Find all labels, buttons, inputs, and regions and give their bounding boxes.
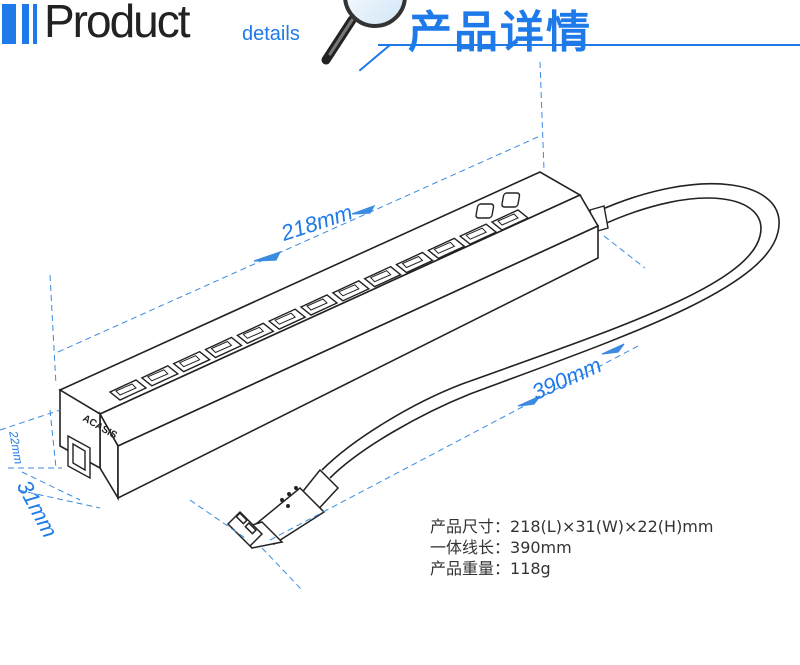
usb-port [490,209,530,231]
usb-port [395,251,434,274]
usb-port [140,365,180,387]
usb-port [427,237,466,260]
usb-port [108,379,148,401]
usb-plug [226,468,340,549]
spec-list: 产品尺寸：218(L)×31(W)×22(H)mm 一体线长：390mm 产品重… [430,516,713,579]
spec-weight: 产品重量：118g [430,559,551,578]
usb-port-slot [274,312,297,325]
usb-port-slot [401,255,424,269]
spec-cable-length: 一体线长：390mm [430,538,572,557]
usb-port [172,350,211,373]
usb-port-slot [337,284,360,297]
usb-port [299,294,339,316]
dimension-lines [0,61,646,591]
usb-port [363,265,402,288]
usb-port-slot [369,270,392,283]
usb-port [458,223,498,245]
page-header: Product details 产品详情 [0,0,800,72]
title-product: Product [44,0,191,47]
usb-port [236,322,275,345]
usb-port [267,308,307,330]
front-usb-port [67,434,91,480]
spec-size: 产品尺寸：218(L)×31(W)×22(H)mm [430,517,714,536]
usb-port-slot [178,355,201,368]
title-details: details [242,23,300,45]
usb-hub-body [58,171,600,501]
header-divider [378,44,800,46]
usb-port-slot [210,340,233,354]
usb-port-slot [115,383,137,396]
usb-port-slot [433,241,456,254]
top-usb-ports [108,209,530,401]
title-chinese: 产品详情 [408,7,592,58]
hub-buttons [475,192,521,219]
usb-port-slot [146,369,169,382]
usb-port [331,280,371,302]
usb-port-slot [465,227,488,240]
usb-port [204,336,243,359]
magnifier-icon [321,0,407,65]
usb-port-slot [497,213,519,226]
usb-cable [321,182,780,479]
usb-port-slot [242,326,265,339]
usb-port-slot [306,298,328,311]
